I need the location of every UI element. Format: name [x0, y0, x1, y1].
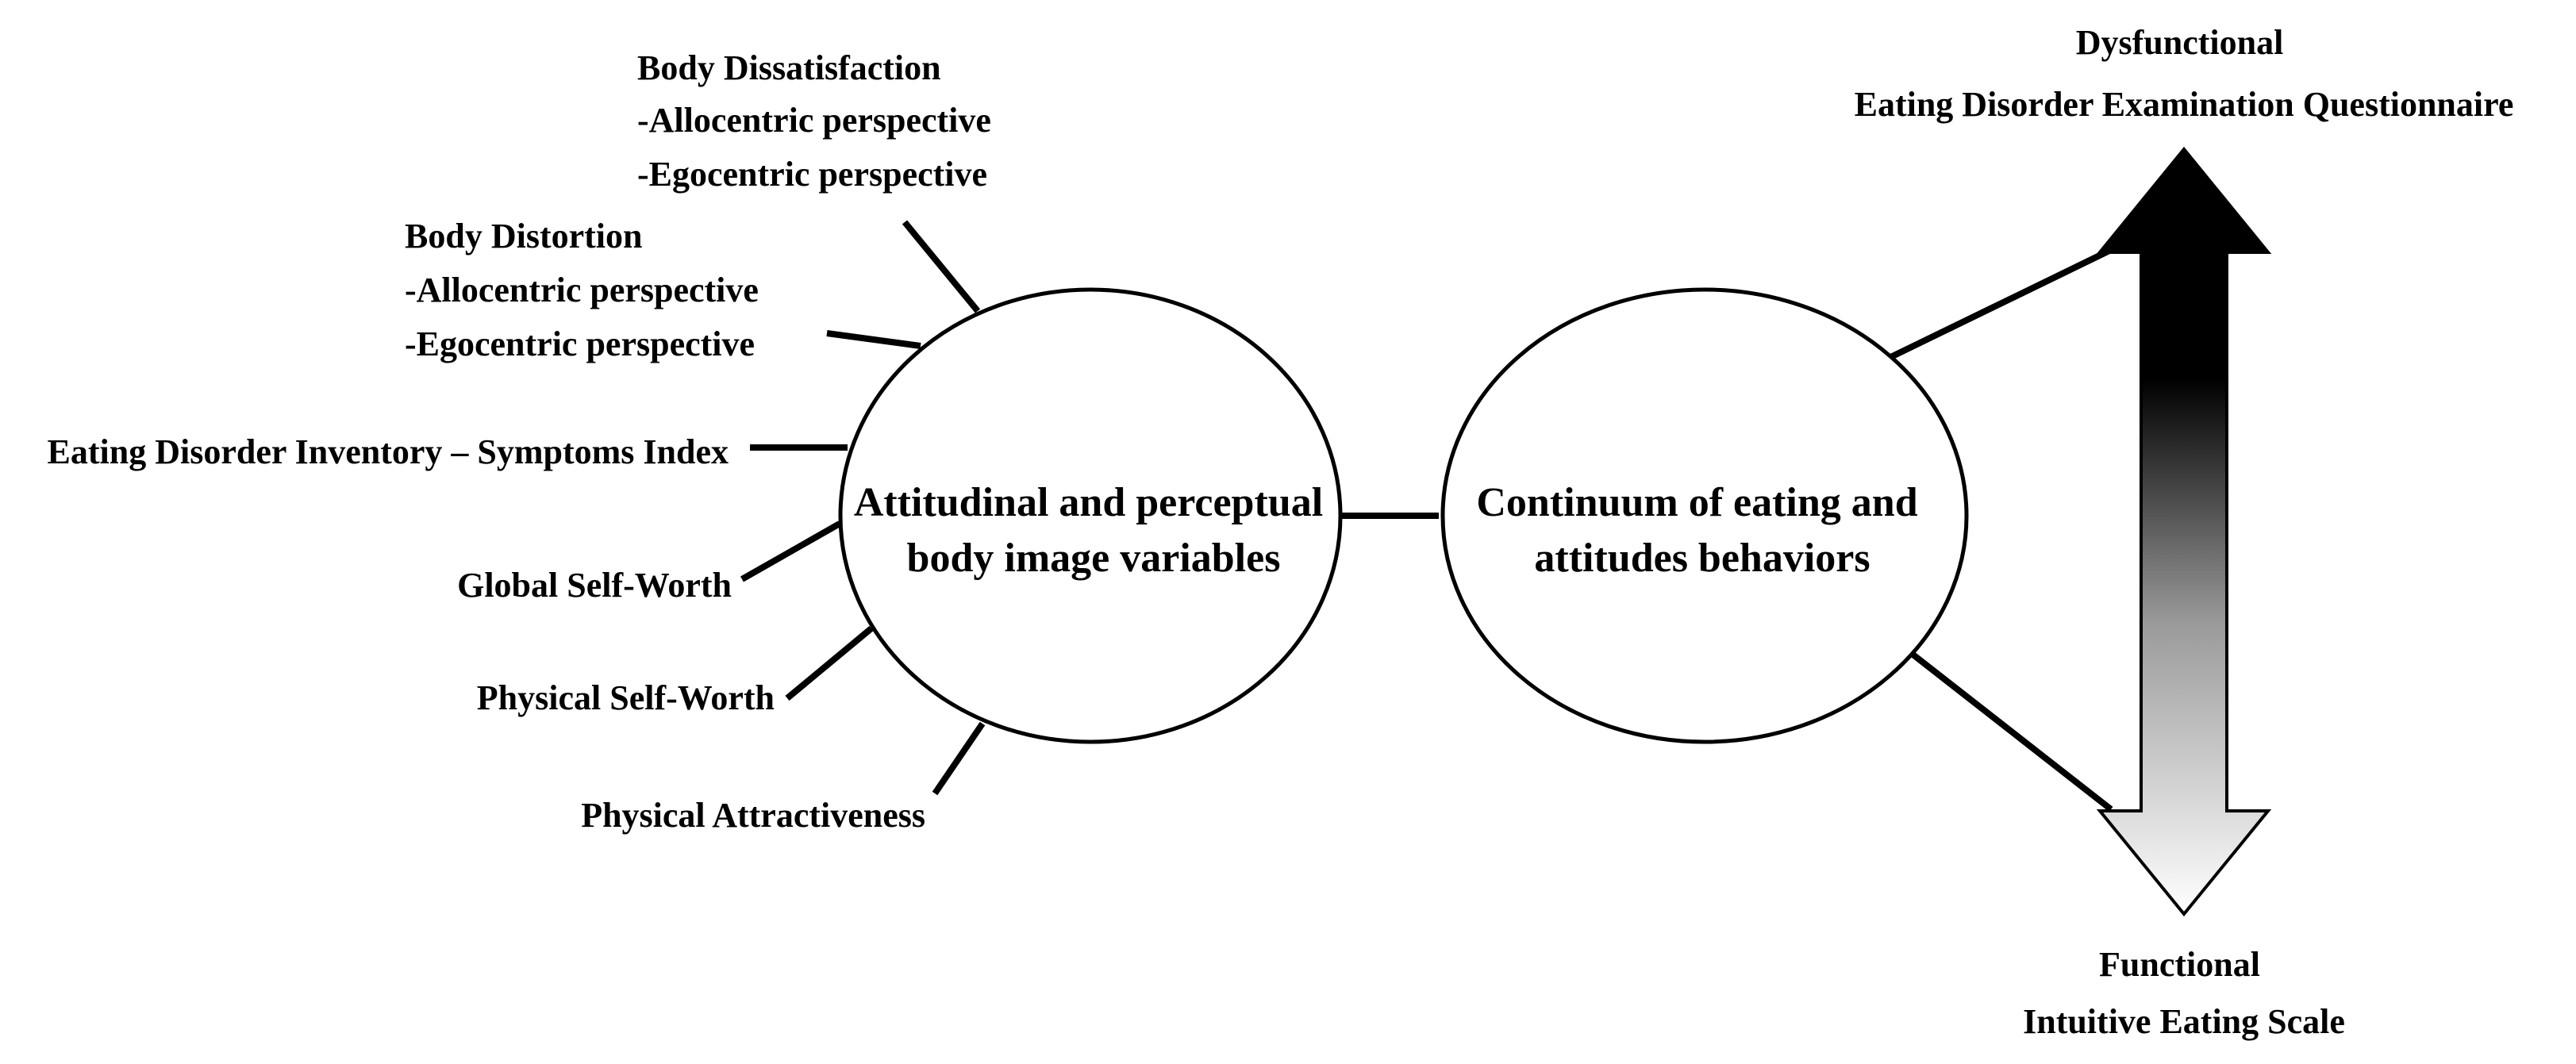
body-distortion-egocentric: -Egocentric perspective: [405, 325, 755, 363]
body-dissatisfaction-title: Body Dissatisfaction: [637, 48, 941, 87]
connector-global-self-worth: [740, 520, 841, 582]
functional-title: Functional: [2099, 945, 2260, 984]
right-node-line1: Continuum of eating and: [1476, 480, 1917, 525]
connector-body-distortion: [826, 330, 921, 349]
right-node-line2: attitudes behaviors: [1534, 536, 1870, 581]
body-distortion-label: Body Distortion -Allocentric perspective…: [405, 217, 767, 363]
global-self-worth-label: Global Self-Worth: [457, 566, 732, 605]
left-node-line2: body image variables: [907, 536, 1281, 581]
connector-to-functional: [1909, 650, 2113, 812]
functional-label: Functional Intuitive Eating Scale: [2023, 945, 2345, 1041]
physical-attractiveness-label: Physical Attractiveness: [581, 796, 925, 835]
body-distortion-title: Body Distortion: [405, 217, 642, 255]
left-node-line1: Attitudinal and perceptual: [854, 480, 1323, 525]
dysfunctional-title: Dysfunctional: [2076, 23, 2284, 62]
connector-to-dysfunctional: [1873, 247, 2113, 368]
connector-physical-attractiveness: [932, 721, 986, 796]
left-node-label: Attitudinal and perceptual body image va…: [854, 480, 1333, 581]
body-dissatisfaction-allocentric: -Allocentric perspective: [637, 101, 991, 140]
right-node-label: Continuum of eating and attitudes behavi…: [1476, 480, 1928, 581]
right-node-ellipse: [1440, 287, 1969, 744]
dysfunctional-measure: Eating Disorder Examination Questionnair…: [1855, 85, 2514, 124]
body-dissatisfaction-label: Body Dissatisfaction -Allocentric perspe…: [637, 48, 1000, 194]
edi-symptoms-label: Eating Disorder Inventory – Symptoms Ind…: [48, 432, 729, 471]
functional-measure: Intuitive Eating Scale: [2023, 1002, 2345, 1041]
body-dissatisfaction-egocentric: -Egocentric perspective: [637, 155, 987, 194]
connector-body-dissatisfaction: [902, 220, 981, 313]
dysfunctional-label: Dysfunctional Eating Disorder Examinatio…: [1855, 23, 2514, 124]
continuum-arrow: [2096, 146, 2272, 917]
connector-physical-self-worth: [785, 625, 874, 701]
physical-self-worth-label: Physical Self-Worth: [477, 678, 775, 717]
left-node-ellipse: [838, 287, 1343, 744]
body-distortion-allocentric: -Allocentric perspective: [405, 271, 759, 309]
